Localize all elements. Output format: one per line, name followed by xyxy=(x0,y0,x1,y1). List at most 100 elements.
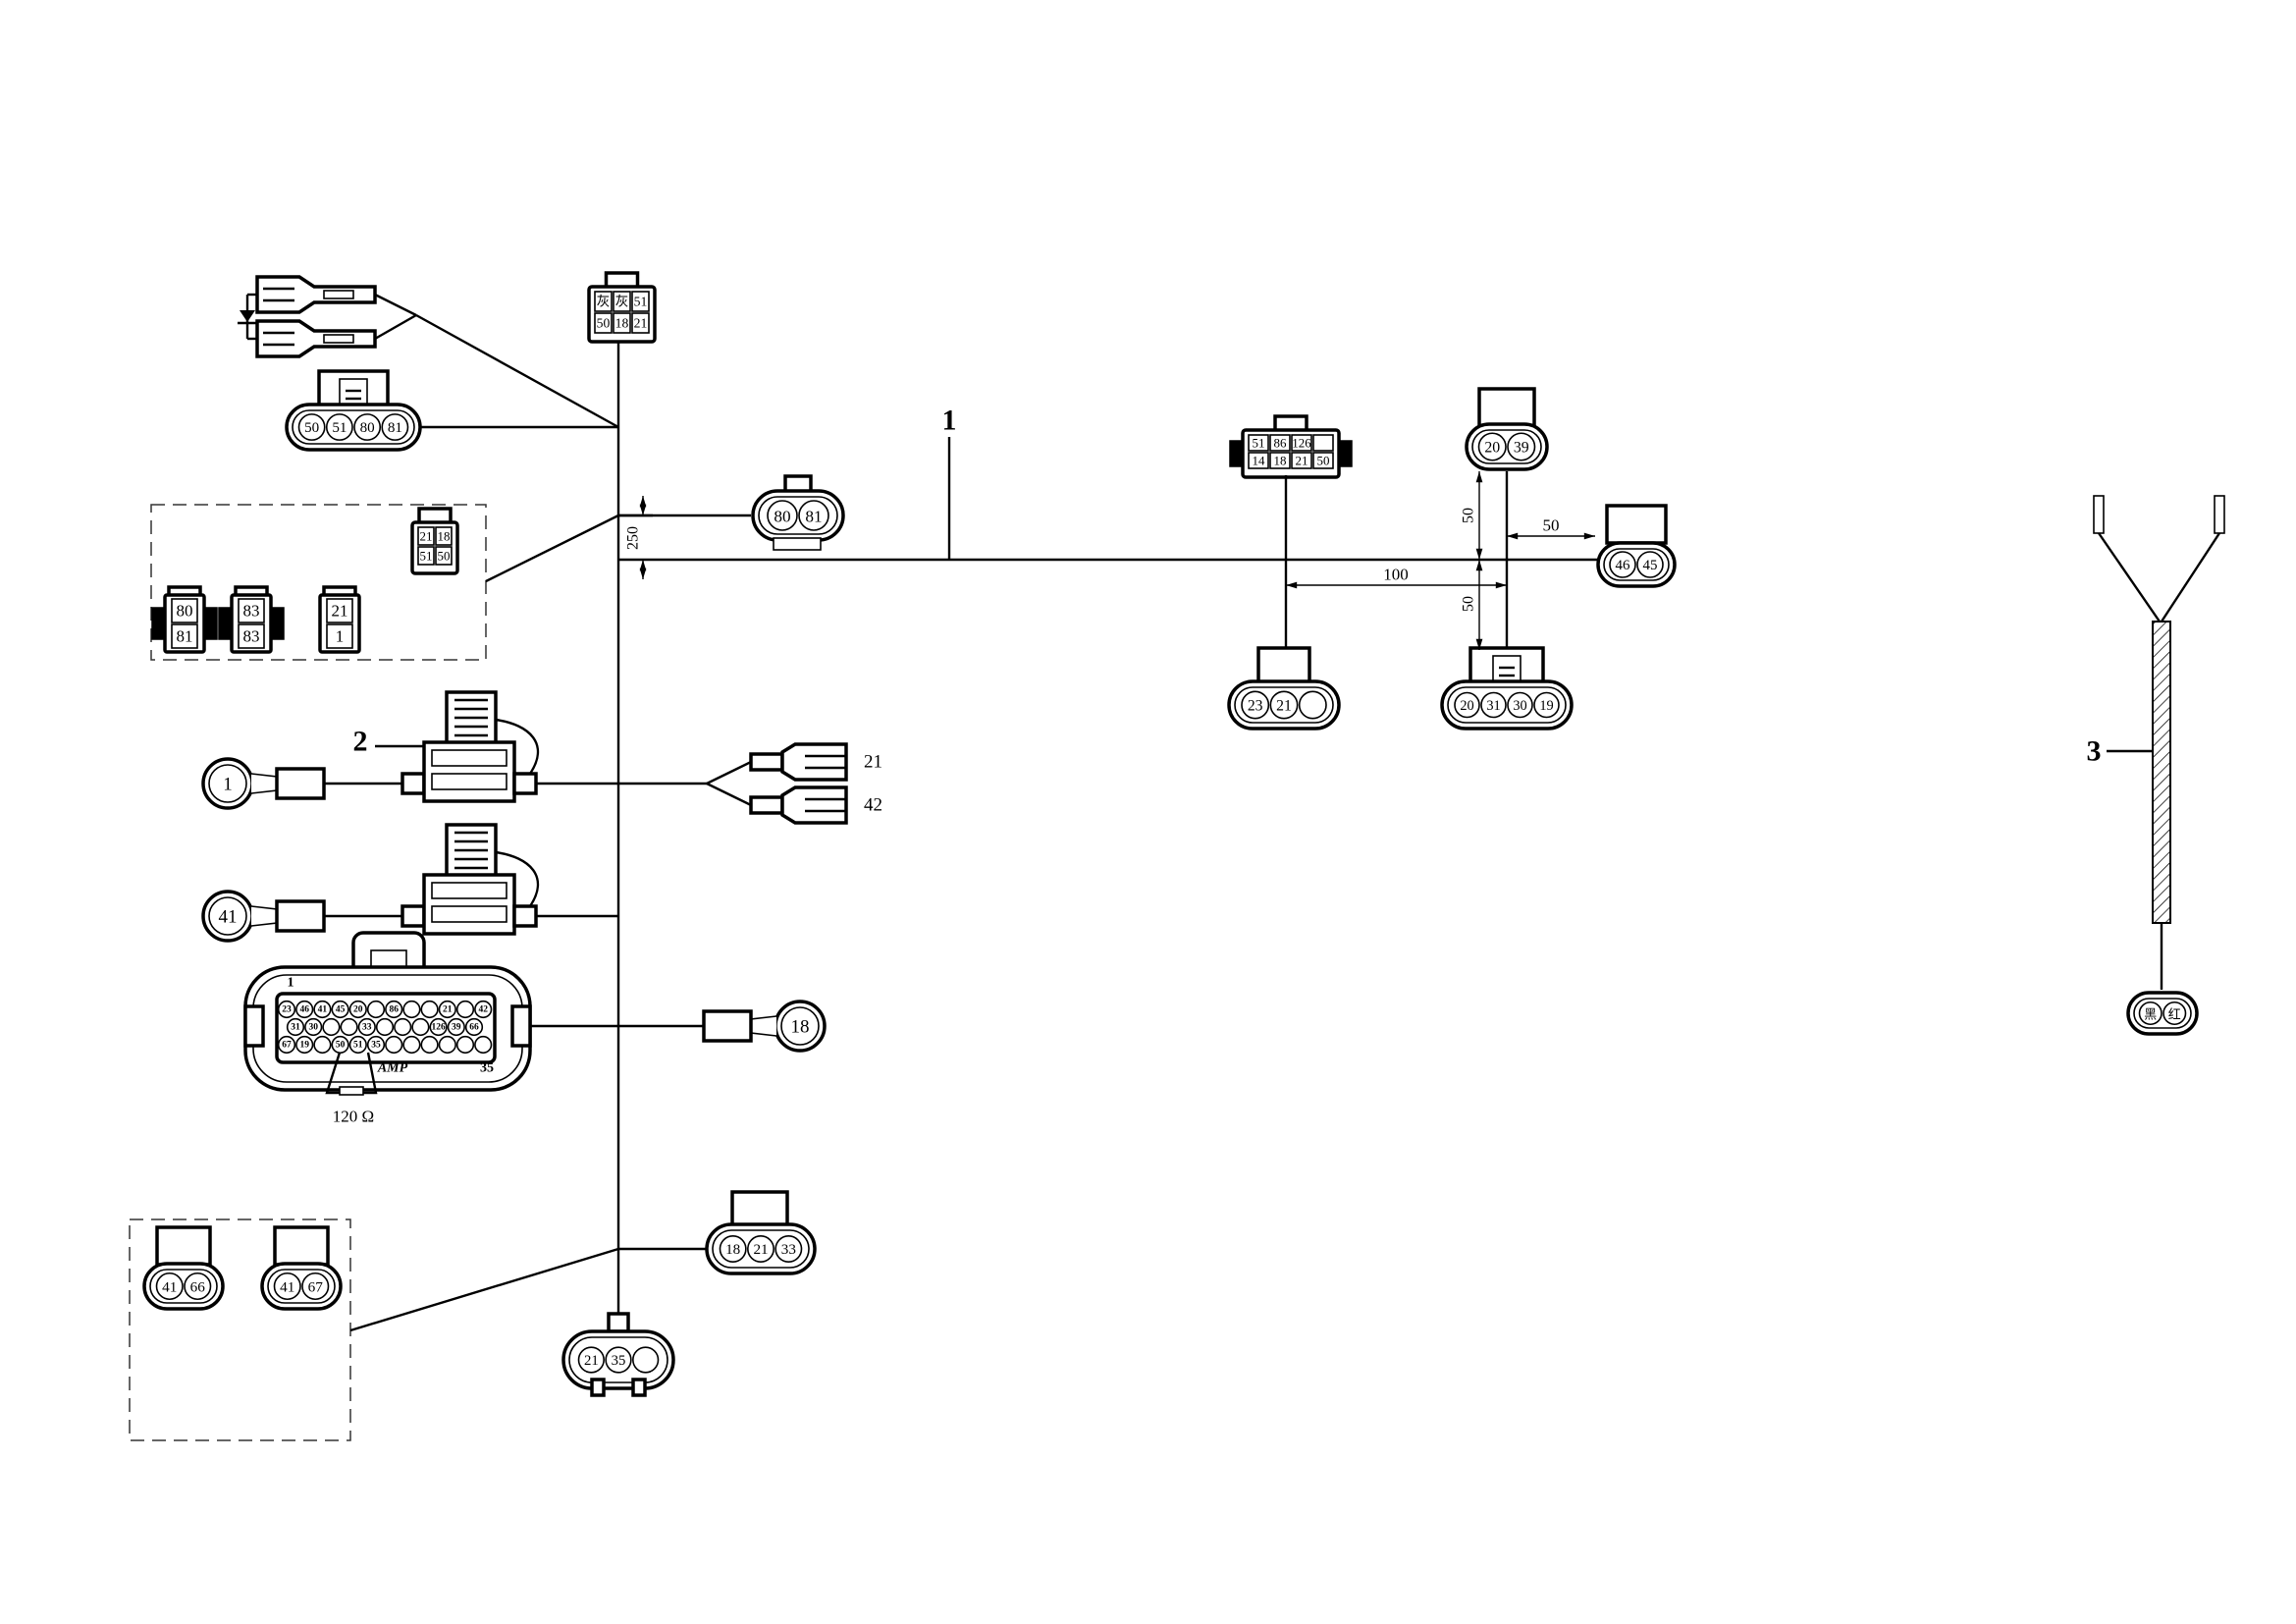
part-label-3: 3 xyxy=(2087,735,2102,768)
pin xyxy=(402,1000,421,1019)
fuse-end xyxy=(512,904,538,928)
pin xyxy=(295,1035,314,1055)
cavity xyxy=(417,546,435,566)
pin xyxy=(331,1000,349,1019)
pin-number: 42 xyxy=(478,1005,488,1015)
pin-number: 灰 xyxy=(597,295,611,309)
pin xyxy=(577,1346,605,1374)
housing-tab xyxy=(1256,646,1311,685)
pin xyxy=(340,1017,358,1037)
fuse-end xyxy=(400,904,426,928)
spade-housing xyxy=(780,742,848,782)
pin xyxy=(277,1000,296,1019)
pin xyxy=(353,413,382,441)
pin-number: 33 xyxy=(781,1242,796,1258)
spade-connector xyxy=(255,275,377,314)
terminal-number: 41 xyxy=(219,907,238,928)
dimension-50-down: 50 xyxy=(1461,596,1477,612)
fuse-slot xyxy=(431,882,507,899)
fuse-loop-wire xyxy=(495,850,540,907)
pin-number: 19 xyxy=(299,1041,309,1051)
pin xyxy=(455,1035,475,1055)
pin-number: 21 xyxy=(443,1005,453,1015)
blade-slot xyxy=(323,290,354,299)
wire xyxy=(706,760,752,785)
pin xyxy=(747,1235,774,1263)
amp-logo: AMP xyxy=(377,1061,408,1076)
cavity xyxy=(417,526,435,546)
cavity xyxy=(1248,434,1269,452)
fuse-slot xyxy=(431,749,507,767)
pin xyxy=(1477,432,1507,461)
pin-number: 45 xyxy=(1643,558,1658,573)
resistor-icon xyxy=(339,1086,364,1096)
pin-number: 21 xyxy=(332,602,348,621)
pin xyxy=(325,413,353,441)
pin-number: 20 xyxy=(1460,698,1473,714)
pin xyxy=(385,1000,403,1019)
pin xyxy=(1636,551,1664,578)
terminal-number: 1 xyxy=(223,775,233,795)
pin xyxy=(402,1035,421,1055)
clip xyxy=(773,537,822,551)
pin-number: 1 xyxy=(336,627,345,646)
fuse-end xyxy=(512,772,538,795)
pin xyxy=(447,1017,465,1037)
pin-number: 18 xyxy=(615,316,629,331)
ring-eye-inner xyxy=(208,764,247,803)
pin-number: 黑 xyxy=(2144,1007,2157,1022)
fuse-holder-2 xyxy=(400,823,540,936)
cavity xyxy=(238,623,265,649)
pin xyxy=(348,1000,367,1019)
pin-number: 51 xyxy=(353,1041,363,1051)
pin xyxy=(474,1035,493,1055)
pin-number: 23 xyxy=(1248,698,1263,715)
pin-number: 21 xyxy=(634,316,648,331)
pin xyxy=(273,1272,301,1301)
pin xyxy=(301,1272,330,1301)
cavity xyxy=(613,312,631,334)
pin-number: 39 xyxy=(452,1023,461,1033)
pin-number: 灰 xyxy=(615,295,629,309)
pin-number: 30 xyxy=(308,1023,318,1033)
spade-blade xyxy=(749,752,784,772)
pin-number: 83 xyxy=(243,627,260,646)
pin-number: 18 xyxy=(1274,454,1287,468)
pin-number: 39 xyxy=(1514,440,1529,457)
pin xyxy=(474,1000,493,1019)
pin xyxy=(1298,690,1327,720)
cavity xyxy=(594,291,613,312)
wire xyxy=(374,313,417,341)
blade-slot xyxy=(323,334,354,344)
pin-number: 126 xyxy=(1292,436,1311,451)
side-tab xyxy=(510,1004,532,1048)
housing-inner xyxy=(292,409,415,445)
pin-number: 51 xyxy=(1253,436,1265,451)
pin xyxy=(438,1000,456,1019)
pin xyxy=(420,1035,439,1055)
side-tab xyxy=(1229,440,1245,467)
diode-icon xyxy=(240,310,255,322)
cavity xyxy=(171,598,198,623)
dimension-50-up: 50 xyxy=(1461,508,1477,523)
wire xyxy=(706,782,752,807)
pin-1-marker: 1 xyxy=(288,976,294,991)
pin-number: 20 xyxy=(1484,440,1500,457)
pin-number: 51 xyxy=(420,549,433,564)
pin xyxy=(767,500,798,531)
pin xyxy=(357,1017,376,1037)
pin-number: 50 xyxy=(438,549,451,564)
pin-number: 45 xyxy=(336,1005,346,1015)
pin xyxy=(295,1000,314,1019)
pin xyxy=(719,1235,747,1263)
pin-number: 19 xyxy=(1539,698,1553,714)
side-tab xyxy=(202,607,218,640)
insulation-sleeve xyxy=(275,767,326,800)
wire xyxy=(2160,532,2221,623)
pin-number: 80 xyxy=(774,508,790,526)
